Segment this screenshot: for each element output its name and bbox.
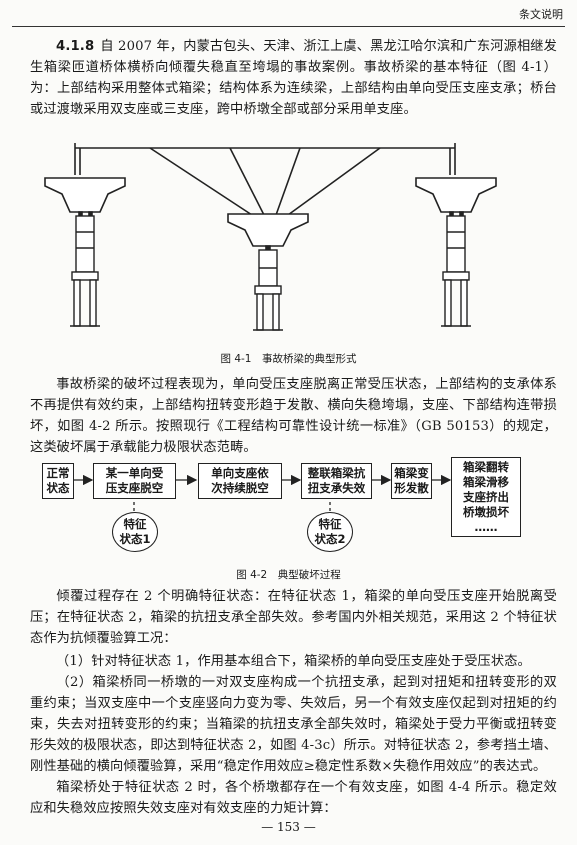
flow-step-2: 单向支座依 次持续脱空 — [198, 463, 282, 499]
paragraph-3-text: 倾覆过程存在 2 个明确特征状态：在特征状态 1，箱梁的单向受压支座开始脱离受压… — [30, 589, 557, 646]
figure-4-1-caption: 图 4-1 事故桥梁的典型形式 — [220, 353, 357, 365]
flow-step-1: 某一单向受 压支座脱空 — [93, 463, 176, 499]
paragraph-2: 事故桥梁的破坏过程表现为，单向受压支座脱离正常受压状态，上部结构的支承体系不再提… — [30, 374, 557, 458]
paragraph-1-text: 自 2007 年，内蒙古包头、天津、浙江上虞、黑龙江哈尔滨和广东河源相继发生箱梁… — [30, 39, 557, 117]
flow-step-4: 箱梁变 形发散 — [391, 463, 432, 499]
header-label: 条文说明 — [519, 8, 563, 21]
paragraph-4: （1）针对特征状态 1，作用基本组合下，箱梁桥的单向受压支座处于受压状态。 — [30, 651, 557, 672]
figure-4-1 — [44, 143, 497, 331]
flow-state-2: 特征 状态2 — [307, 512, 353, 552]
flow-step-3: 整联箱梁抗 扭支承失效 — [301, 463, 372, 499]
page-number: — 153 — — [261, 820, 316, 834]
header-rule — [12, 26, 565, 27]
section-number: 4.1.8 — [56, 39, 95, 54]
paragraph-5: （2）箱梁桥同一桥墩的一对双支座构成一个抗扭支承，起到对扭矩和扭转变形的双重约束… — [30, 672, 557, 777]
flow-state-1: 特征 状态1 — [112, 512, 158, 552]
paragraph-4-text: （1）针对特征状态 1，作用基本组合下，箱梁桥的单向受压支座处于受压状态。 — [56, 654, 531, 669]
figure-4-2-caption: 图 4-2 典型破坏过程 — [236, 569, 341, 581]
paragraph-6: 箱梁桥处于特征状态 2 时，各个桥墩都存在一个有效支座，如图 4-4 所示。稳定… — [30, 777, 557, 819]
paragraph-5-text: （2）箱梁桥同一桥墩的一对双支座构成一个抗扭支承，起到对扭矩和扭转变形的双重约束… — [30, 675, 557, 774]
flow-step-5: 箱梁翻转 箱梁滑移 支座挤出 桥墩损坏 …… — [451, 457, 521, 537]
paragraph-3: 倾覆过程存在 2 个明确特征状态：在特征状态 1，箱梁的单向受压支座开始脱离受压… — [30, 586, 557, 649]
flow-normal-state: 正常 状态 — [42, 463, 74, 499]
paragraph-2-text: 事故桥梁的破坏过程表现为，单向受压支座脱离正常受压状态，上部结构的支承体系不再提… — [30, 377, 557, 455]
paragraph-6-text: 箱梁桥处于特征状态 2 时，各个桥墩都存在一个有效支座，如图 4-4 所示。稳定… — [30, 780, 557, 816]
